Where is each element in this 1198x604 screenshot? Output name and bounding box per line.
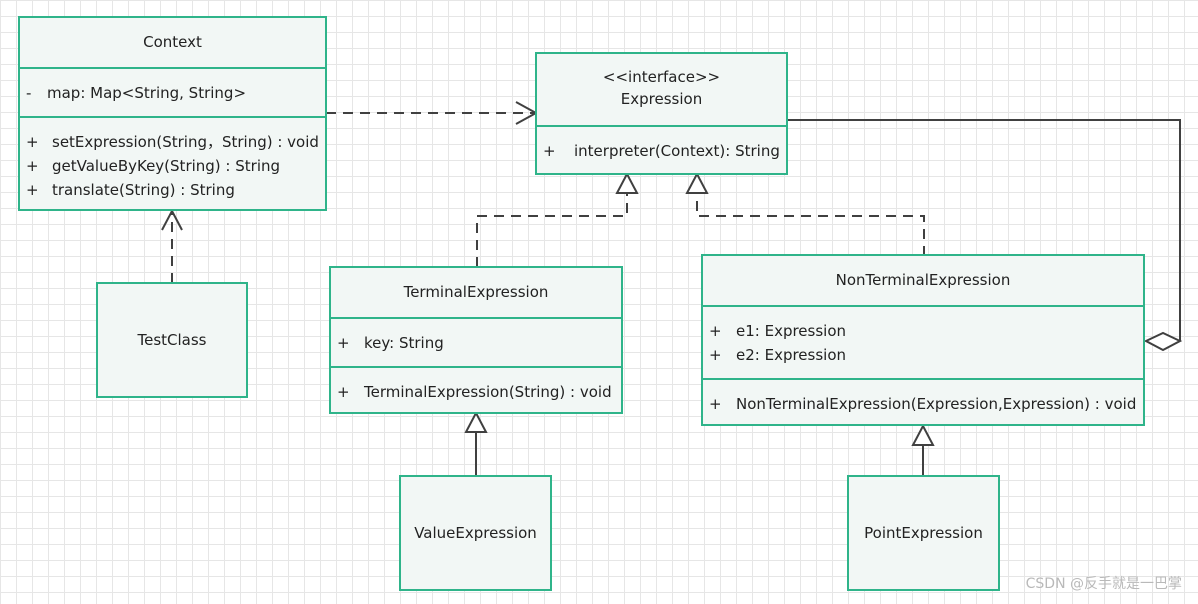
class-name: TerminalExpression <box>403 283 549 301</box>
class-name: Context <box>143 33 202 51</box>
class-testclass[interactable]: TestClass <box>96 282 248 398</box>
dependency-testclass-context <box>161 208 183 283</box>
visibility-marker: + <box>709 322 722 340</box>
method-row: + interpreter(Context): String <box>537 139 786 163</box>
visibility-marker: + <box>337 334 350 352</box>
method-row: + NonTerminalExpression(Expression,Expre… <box>703 392 1143 416</box>
visibility-marker: - <box>26 84 32 102</box>
class-header: NonTerminalExpression <box>703 256 1143 305</box>
class-nonterminal-expression[interactable]: NonTerminalExpression + e1: Expression +… <box>701 254 1145 426</box>
class-name: NonTerminalExpression <box>835 271 1011 289</box>
attributes-section: + e1: Expression + e2: Expression <box>703 305 1143 378</box>
realization-nonterminal-expression <box>685 171 925 256</box>
attribute-row: - map: Map<String, String> <box>20 81 325 105</box>
method-text: TerminalExpression(String) : void <box>364 383 612 401</box>
method-text: setExpression(String，String) : void <box>52 133 319 151</box>
method-row: + setExpression(String，String) : void <box>20 130 325 154</box>
realization-terminal-expression <box>476 171 639 267</box>
method-text: getValueByKey(String) : String <box>52 157 281 175</box>
attribute-row: + e2: Expression <box>703 343 1143 367</box>
aggregation-nonterminal-expression <box>787 119 1183 352</box>
method-row: + translate(String) : String <box>20 178 325 202</box>
class-point-expression[interactable]: PointExpression <box>847 475 1000 591</box>
attributes-section: + key: String <box>331 317 621 366</box>
attributes-section: - map: Map<String, String> <box>20 67 325 116</box>
class-context[interactable]: Context - map: Map<String, String> + set… <box>18 16 327 211</box>
method-text: interpreter(Context): String <box>574 142 780 160</box>
attribute-text: key: String <box>364 334 444 352</box>
class-name: PointExpression <box>864 524 983 542</box>
method-text: NonTerminalExpression(Expression,Express… <box>736 395 1137 413</box>
method-text: translate(String) : String <box>52 181 235 199</box>
attribute-text: e2: Expression <box>736 346 847 364</box>
method-row: + TerminalExpression(String) : void <box>331 380 621 404</box>
dependency-context-expression <box>326 101 539 125</box>
attribute-text: e1: Expression <box>736 322 847 340</box>
class-header: TerminalExpression <box>331 268 621 317</box>
watermark: CSDN @反手就是一巴掌 <box>1025 576 1182 592</box>
stereotype-label: <<interface>> <box>602 68 721 86</box>
visibility-marker: + <box>709 346 722 364</box>
attribute-text: map: Map<String, String> <box>47 84 247 102</box>
class-terminal-expression[interactable]: TerminalExpression + key: String + Termi… <box>329 266 623 414</box>
class-expression[interactable]: <<interface>> Expression + interpreter(C… <box>535 52 788 175</box>
attribute-row: + e1: Expression <box>703 319 1143 343</box>
visibility-marker: + <box>337 383 350 401</box>
generalization-value-terminal <box>464 410 488 477</box>
methods-section: + TerminalExpression(String) : void <box>331 366 621 404</box>
class-name: Expression <box>620 90 703 108</box>
generalization-point-nonterminal <box>911 423 935 477</box>
class-name: TestClass <box>137 331 207 349</box>
visibility-marker: + <box>26 157 39 175</box>
visibility-marker: + <box>26 181 39 199</box>
methods-section: + NonTerminalExpression(Expression,Expre… <box>703 378 1143 416</box>
visibility-marker: + <box>543 142 556 160</box>
class-name: ValueExpression <box>414 524 537 542</box>
method-row: + getValueByKey(String) : String <box>20 154 325 178</box>
class-header: Context <box>20 18 325 67</box>
attribute-row: + key: String <box>331 331 621 355</box>
visibility-marker: + <box>709 395 722 413</box>
visibility-marker: + <box>26 133 39 151</box>
methods-section: + setExpression(String，String) : void + … <box>20 116 325 202</box>
class-value-expression[interactable]: ValueExpression <box>399 475 552 591</box>
class-header: <<interface>> Expression <box>537 54 786 125</box>
methods-section: + interpreter(Context): String <box>537 125 786 163</box>
